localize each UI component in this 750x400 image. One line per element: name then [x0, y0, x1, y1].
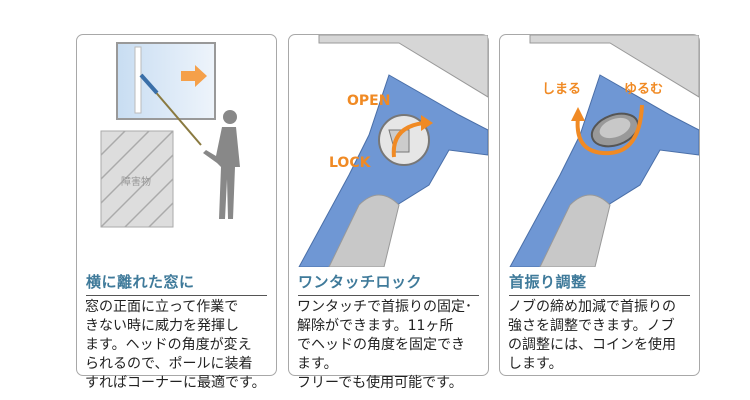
description-line: します。: [508, 356, 563, 372]
person-silhouette: [203, 110, 240, 219]
description-line: でヘッドの角度を固定でき: [297, 337, 465, 353]
description-line: 強さを調整できます。ノブ: [508, 318, 675, 334]
description-line: ノブの締め加減で首振りの: [508, 299, 676, 315]
open-label: OPEN: [347, 93, 390, 109]
window-cleaning-illustration: 障害物: [100, 42, 240, 228]
knob-adjustment-illustration: しまる ゆるむ: [509, 35, 699, 267]
panel-title: 首振り調整: [509, 273, 587, 291]
description-line: られるので、ポールに装着: [85, 356, 253, 372]
feature-panel-side-window: 障害物 横に離れた窓に 窓の正面に立って作業で きない時に威力を発揮し ます。ヘ…: [76, 34, 277, 391]
divider: [509, 295, 690, 296]
description-line: 解除ができます。11ヶ所: [297, 318, 454, 334]
description-line: フリーでも使用可能です。: [297, 375, 463, 391]
lock-mechanism-illustration: OPEN LOCK: [298, 35, 488, 267]
panel-description: ワンタッチで首振りの固定･ 解除ができます。11ヶ所 でヘッドの角度を固定でき …: [297, 298, 484, 393]
feature-panel-one-touch-lock: OPEN LOCK ワンタッチロック ワンタッチで首振りの固定･ 解除ができます…: [288, 34, 489, 391]
description-line: きない時に威力を発揮し: [85, 318, 239, 334]
obstacle-label: 障害物: [121, 175, 151, 188]
panel-title: 横に離れた窓に: [86, 273, 195, 291]
description-line: ます。: [297, 356, 338, 372]
panel-description: 窓の正面に立って作業で きない時に威力を発揮し ます。ヘッドの角度が変え られる…: [85, 298, 272, 393]
tighten-label: しまる: [542, 82, 581, 97]
feature-panel-swivel-adjust: しまる ゆるむ 首振り調整 ノブの締め加減で首振りの 強さを調整できます。ノブ …: [499, 34, 700, 376]
description-line: ます。ヘッドの角度が変え: [85, 337, 252, 353]
divider: [86, 295, 267, 296]
loosen-label: ゆるむ: [624, 82, 663, 97]
panel-title: ワンタッチロック: [298, 273, 423, 291]
description-line: の調整には、コインを使用: [508, 337, 676, 353]
description-line: すればコーナーに最適です。: [85, 375, 266, 391]
panel-description: ノブの締め加減で首振りの 強さを調整できます。ノブ の調整には、コインを使用 し…: [508, 298, 695, 374]
lock-label: LOCK: [329, 155, 372, 171]
description-line: ワンタッチで首振りの固定･: [297, 299, 472, 315]
description-line: 窓の正面に立って作業で: [85, 299, 239, 315]
divider: [298, 295, 479, 296]
